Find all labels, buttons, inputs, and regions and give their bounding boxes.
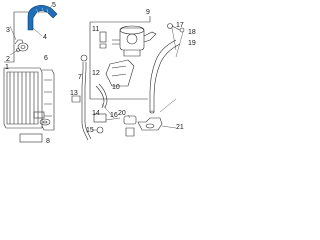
callout-6: 6 <box>44 55 48 62</box>
callout-4: 4 <box>43 34 47 41</box>
callout-21: 21 <box>176 124 184 131</box>
callout-11: 11 <box>92 26 100 33</box>
callout-2: 2 <box>6 56 10 63</box>
callout-17: 17 <box>176 22 184 29</box>
callout-10: 10 <box>112 84 120 91</box>
callout-20: 20 <box>118 110 126 117</box>
callout-14: 14 <box>92 110 100 117</box>
parts-diagram <box>3 4 185 143</box>
intake-hose-icon <box>27 4 58 31</box>
bottom-right-part-icon <box>123 115 163 137</box>
leader-lines <box>9 4 184 131</box>
callout-18: 18 <box>188 29 196 36</box>
valve-block-icon <box>105 59 135 87</box>
callout-12: 12 <box>92 70 100 77</box>
group-frame-right <box>89 16 151 100</box>
top-clamp-icon <box>167 23 185 33</box>
callout-13: 13 <box>70 90 78 97</box>
callout-19: 19 <box>188 40 196 47</box>
callout-16: 16 <box>110 112 118 119</box>
coolant-hose-icon <box>149 39 181 114</box>
pump-actuator-icon <box>112 25 157 57</box>
hose-clamp-icon <box>14 39 29 52</box>
callout-1: 1 <box>5 64 9 71</box>
fitting-icon <box>99 31 107 49</box>
callout-3: 3 <box>6 27 10 34</box>
mount-bracket-icon <box>19 111 51 143</box>
center-tube-icon <box>80 54 92 141</box>
callout-9: 9 <box>146 9 150 16</box>
callout-7: 7 <box>78 74 82 81</box>
callout-8: 8 <box>46 138 50 145</box>
intercooler-icon <box>3 67 55 131</box>
callout-15: 15 <box>86 127 94 134</box>
callout-5: 5 <box>52 2 56 9</box>
